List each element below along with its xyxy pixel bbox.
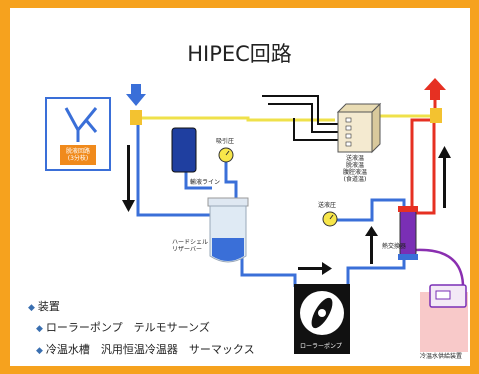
flow-arrow-left-head bbox=[122, 200, 135, 212]
legend-heading-text: 装置 bbox=[37, 300, 60, 313]
flow-arrow-mid-shaft bbox=[370, 236, 373, 264]
temperature-monitor bbox=[336, 102, 382, 154]
temperature-panel-label: 送液温 脱液温 腹腔液温 (食道温) bbox=[338, 155, 372, 184]
left-junction-connector bbox=[130, 110, 142, 125]
suction-pressure-label: 吸引圧 bbox=[216, 138, 235, 145]
suction-gauge-needle bbox=[225, 150, 230, 156]
slide-frame bbox=[10, 8, 470, 366]
legend-item: ◆ローラーポンプ テルモサーンズ bbox=[36, 319, 210, 335]
sensor-wire-3 bbox=[293, 118, 340, 141]
red-outflow-arrow bbox=[424, 78, 446, 100]
flow-arrows bbox=[122, 145, 451, 275]
legend-heading: ◆装置 bbox=[28, 298, 60, 314]
hardshell-label-line1: ハードシェル bbox=[172, 239, 209, 246]
blue-line-reservoir-bottom bbox=[240, 258, 297, 287]
drain-circuit-label: 脱液回路 (3分枝) bbox=[60, 148, 96, 162]
blue-circuit bbox=[136, 120, 406, 288]
red-line-exchanger bbox=[416, 120, 436, 215]
sensor-wire-2 bbox=[268, 103, 340, 133]
flow-arrow-right-head bbox=[438, 146, 451, 158]
monitor-port-1 bbox=[345, 117, 352, 123]
blue-line-suction-gauge bbox=[224, 162, 238, 200]
infusion-line-label: 輸液ライン bbox=[190, 179, 221, 186]
cooling-unit-label: 冷温水供給装置 bbox=[420, 353, 463, 360]
reservoir-lid bbox=[207, 197, 249, 207]
right-junction-connector bbox=[430, 108, 442, 123]
infusion-gauge-needle bbox=[329, 214, 334, 220]
legend-bullet-icon: ◆ bbox=[36, 324, 43, 334]
roller-pump-label-bar bbox=[294, 340, 350, 354]
heat-exchanger-label: 熱交換器 bbox=[382, 243, 407, 250]
infusion-pressure-label: 送液圧 bbox=[318, 202, 337, 209]
monitor-port-4 bbox=[345, 141, 352, 147]
monitor-port-3 bbox=[345, 133, 352, 139]
temp-panel-line3: 腹腔液温 bbox=[342, 168, 367, 176]
monitor-port-2 bbox=[345, 125, 352, 131]
flow-arrow-left-shaft bbox=[127, 145, 130, 200]
cooling-unit-display bbox=[435, 290, 451, 300]
hardshell-reservoir-label: ハードシェル リザーバー bbox=[172, 239, 209, 254]
page-title: HIPEC回路 bbox=[187, 42, 292, 66]
three-branch-icon bbox=[64, 107, 98, 142]
legend-item-text: ローラーポンプ テルモサーンズ bbox=[45, 321, 210, 334]
flow-arrow-right-shaft bbox=[443, 158, 446, 208]
hardshell-label-line2: リザーバー bbox=[172, 245, 202, 253]
drain-circuit-label-line1: 脱液回路 bbox=[65, 148, 90, 155]
blue-line-pump-to-exchanger bbox=[346, 252, 406, 288]
monitor-front bbox=[337, 111, 373, 153]
red-line-outflow bbox=[410, 92, 437, 212]
roller-pump-label: ローラーポンプ bbox=[300, 343, 342, 350]
blue-line-left-riser bbox=[136, 120, 212, 217]
flow-arrow-bottom-shaft bbox=[298, 267, 323, 270]
sensor-wire-1 bbox=[262, 95, 340, 125]
heat-exchanger-cap-bottom bbox=[398, 254, 418, 260]
temp-panel-line4: (食道温) bbox=[343, 175, 367, 183]
red-circuit bbox=[410, 92, 437, 215]
flow-arrow-mid-head bbox=[365, 226, 378, 236]
flow-arrow-bottom-head bbox=[322, 262, 332, 275]
sensor-wires bbox=[262, 95, 340, 141]
temp-panel-line1: 送液温 bbox=[345, 155, 364, 162]
yellow-line-main bbox=[140, 116, 335, 122]
infusion-bag bbox=[171, 127, 197, 173]
temp-panel-line2: 脱液温 bbox=[345, 161, 364, 169]
monitor-side bbox=[371, 102, 381, 154]
blue-line-exchanger-top bbox=[330, 198, 406, 222]
blue-inflow-arrow bbox=[126, 84, 146, 106]
legend-bullet-icon: ◆ bbox=[28, 303, 35, 313]
drain-circuit-label-line2: (3分枝) bbox=[67, 155, 89, 163]
reservoir-fluid bbox=[212, 238, 244, 261]
legend-bullet-icon: ◆ bbox=[36, 346, 43, 356]
legend-item: ◆冷温水槽 汎用恒温冷温器 サーマックス bbox=[36, 341, 255, 357]
yellow-circuit bbox=[140, 114, 435, 122]
heat-exchanger-cap-top bbox=[398, 206, 418, 212]
legend-item-text: 冷温水槽 汎用恒温冷温器 サーマックス bbox=[45, 343, 255, 356]
roller-pump-hub bbox=[318, 309, 326, 317]
blue-line-suction bbox=[184, 172, 212, 190]
drain-circuit-label-box bbox=[60, 145, 96, 165]
